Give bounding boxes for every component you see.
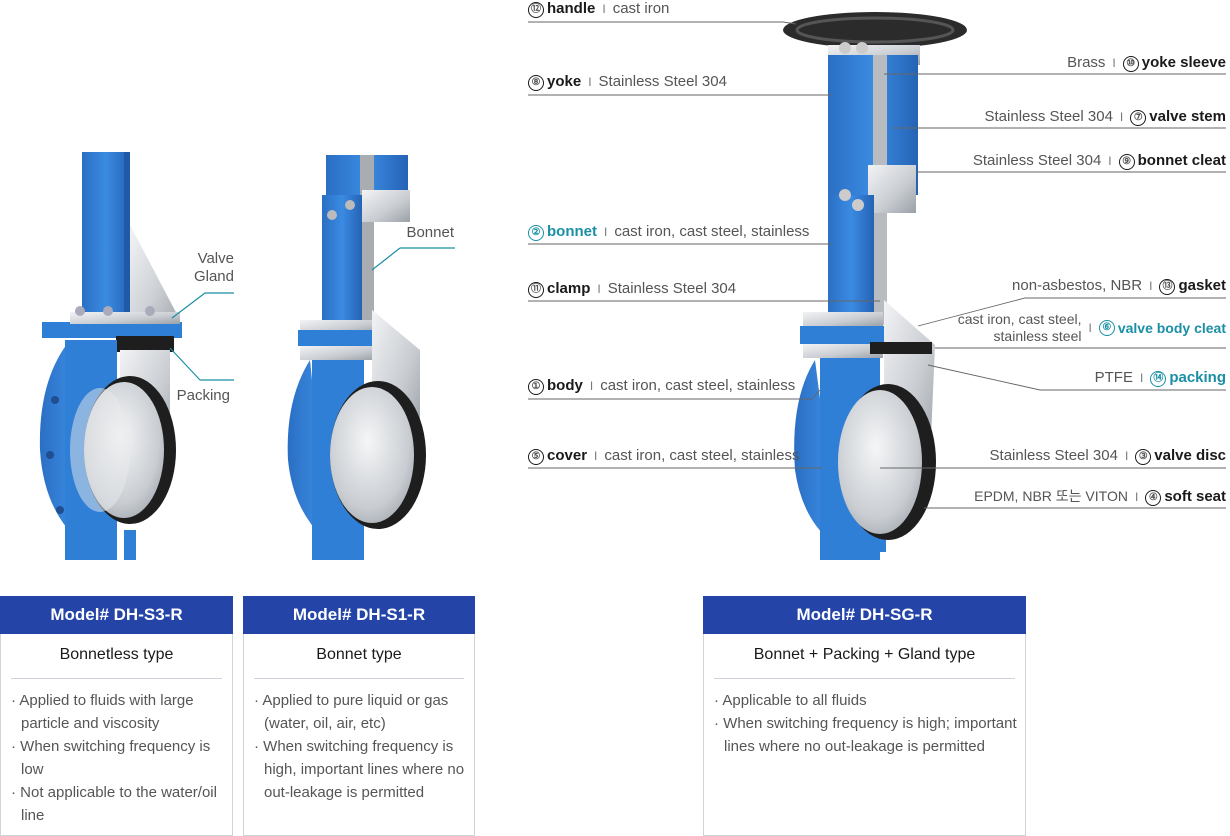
- model-card-dh-sg-r: Model# DH-SG-R Bonnet + Packing + Gland …: [703, 596, 1026, 836]
- feature-item: When switching frequency is high, import…: [254, 735, 468, 804]
- model-type: Bonnetless type: [11, 634, 222, 679]
- model-title: Model# DH-S3-R: [0, 596, 233, 634]
- valve-gland-label: Valve Gland: [193, 250, 234, 285]
- model-title: Model# DH-SG-R: [703, 596, 1026, 634]
- valve-dh-s3-r: [39, 152, 234, 560]
- packing-label: Packing: [176, 387, 230, 404]
- feature-list: Applied to pure liquid or gas (water, oi…: [244, 689, 474, 804]
- feature-item: Applied to fluids with large particle an…: [11, 689, 226, 735]
- model-title: Model# DH-S1-R: [243, 596, 475, 634]
- model-type: Bonnet type: [254, 634, 464, 679]
- feature-item: Not applicable to the water/oil line: [11, 781, 226, 827]
- feature-list: Applicable to all fluids When switching …: [704, 689, 1025, 758]
- valve-dh-s1-r: [287, 155, 455, 560]
- model-type: Bonnet + Packing + Gland type: [714, 634, 1015, 679]
- feature-item: When switching frequency is high; import…: [714, 712, 1019, 758]
- feature-list: Applied to fluids with large particle an…: [1, 689, 232, 827]
- model-card-dh-s1-r: Model# DH-S1-R Bonnet type Applied to pu…: [243, 596, 475, 836]
- feature-item: When switching frequency is low: [11, 735, 226, 781]
- bonnet-label: Bonnet: [406, 224, 454, 241]
- feature-item: Applied to pure liquid or gas (water, oi…: [254, 689, 468, 735]
- valve-dh-sg-r: [528, 12, 1226, 560]
- model-card-dh-s3-r: Model# DH-S3-R Bonnetless type Applied t…: [0, 596, 233, 836]
- feature-item: Applicable to all fluids: [714, 689, 1019, 712]
